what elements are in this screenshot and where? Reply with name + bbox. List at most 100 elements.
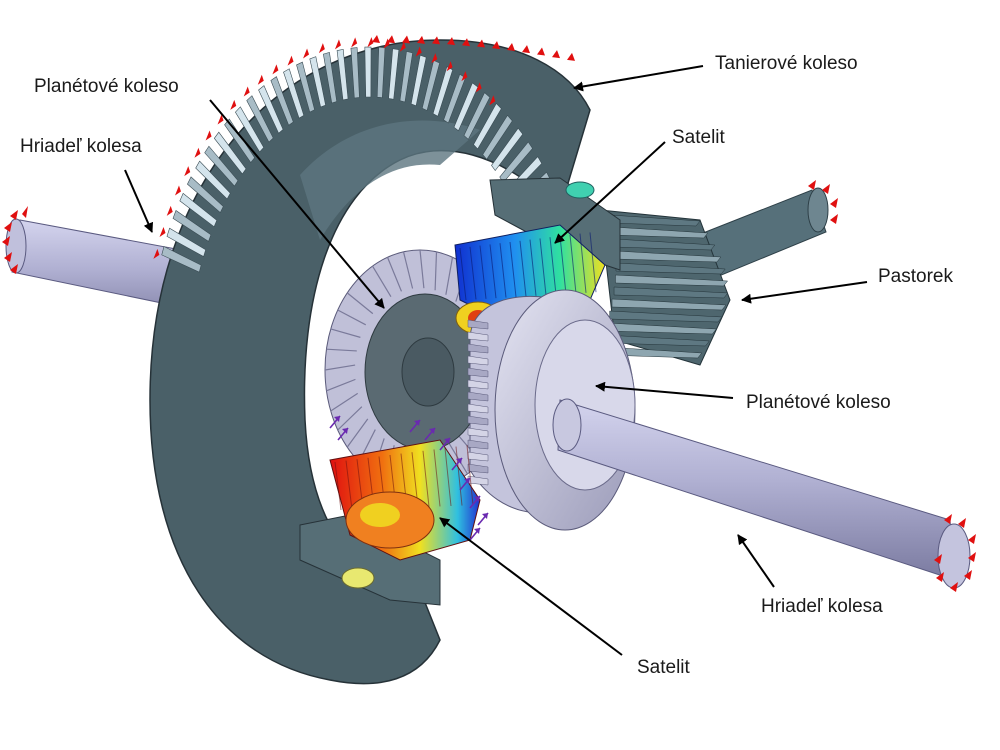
ring-gear-tooth: [453, 82, 479, 132]
side-gear-tooth: [445, 257, 454, 295]
hub-tooth: [467, 439, 489, 450]
ring-gear-tooth: [323, 51, 338, 104]
ring-gear-tooth: [473, 102, 502, 150]
side-gear-tooth: [326, 348, 357, 352]
arrow-planet-bottom: [439, 517, 623, 656]
ring-gear-tooth: [296, 61, 315, 113]
ring-gear-tooth: [388, 48, 400, 100]
hub-tooth: [467, 403, 489, 414]
force-vector-head: [429, 428, 435, 434]
load-arrow: [318, 43, 325, 54]
side-gear-tooth: [402, 251, 414, 289]
load-arrow: [174, 185, 181, 196]
load-arrow: [257, 74, 264, 85]
planet-tooth: [559, 235, 567, 295]
load-arrow: [334, 39, 341, 50]
side-gear-tooth: [337, 309, 367, 326]
hub-tooth: [467, 343, 489, 354]
load-arrow: [432, 36, 440, 45]
force-vector-head: [464, 478, 470, 484]
force-vector-head: [474, 528, 480, 534]
planet-tooth: [422, 450, 430, 507]
pinion-shaft-load-arrows: [808, 180, 838, 224]
load-arrow: [402, 35, 410, 44]
planet-tooth: [345, 460, 353, 510]
load-arrow: [166, 205, 173, 216]
bottom-planet-gear: [329, 415, 489, 561]
planet-tooth: [459, 247, 467, 301]
ring-gear-tooth: [410, 54, 427, 107]
side-gear-tooth: [330, 328, 361, 338]
right-shaft-load-arrows: [934, 514, 976, 592]
side-gear-tooth: [337, 406, 363, 431]
load-arrow: [184, 166, 191, 177]
load-arrow: [417, 35, 425, 44]
side-gear-tooth: [326, 378, 356, 392]
ring-gear-load-arrows: [153, 35, 575, 259]
side-gear-tooth: [346, 418, 369, 448]
hub-tooth: [467, 319, 489, 330]
ring-gear-tooth: [172, 210, 212, 242]
load-arrow: [492, 41, 500, 50]
planet-tooth: [499, 243, 507, 298]
force-vectors: [329, 415, 489, 541]
planet-tooth: [569, 234, 577, 294]
load-arrow: [431, 53, 438, 64]
right-side-gear-hub: [467, 289, 636, 531]
load-arrow: [552, 50, 560, 59]
pinion-tooth: [615, 274, 729, 287]
planet-tooth: [509, 241, 517, 298]
label-ring-gear: Tanierové koleso: [715, 53, 858, 74]
arrow-side-gear-left: [209, 99, 385, 309]
planet-tooth: [469, 246, 477, 300]
force-vector-head: [342, 428, 348, 434]
load-arrow: [153, 248, 160, 259]
load-arrow: [399, 41, 406, 52]
load-arrow: [567, 52, 575, 61]
planet-tooth: [433, 449, 441, 507]
pinion-tooth: [611, 298, 727, 311]
side-gear-tooth: [324, 364, 356, 371]
load-arrow: [351, 37, 358, 48]
differential-carrier: [299, 177, 621, 606]
ring-gear-tooth: [195, 160, 231, 200]
load-arrow: [243, 86, 250, 97]
planet-tooth: [455, 446, 463, 506]
ring-gear-tooth: [432, 66, 454, 117]
planet-tooth: [334, 461, 342, 511]
label-shaft-left: Hriadeľ kolesa: [20, 136, 142, 157]
load-arrow: [461, 71, 468, 82]
arrow-ring-gear: [573, 65, 704, 92]
left-shaft-load-arrows: [2, 206, 28, 274]
ring-gear-tooth: [364, 46, 372, 98]
load-arrow: [507, 42, 515, 51]
arrow-pinion: [741, 281, 868, 304]
label-pinion: Pastorek: [878, 266, 953, 287]
side-gear-tooth: [386, 257, 403, 292]
ring-gear-tooth: [463, 92, 491, 140]
load-arrow: [522, 45, 530, 54]
ring-gear-tooth: [350, 47, 360, 99]
load-arrow: [230, 99, 237, 110]
hub-tooth: [467, 463, 489, 474]
pinion-teeth: [604, 214, 729, 359]
label-side-gear-right: Planétové koleso: [746, 392, 891, 413]
pinion-tooth: [609, 310, 723, 323]
ring-gear-tooth: [270, 76, 294, 126]
ring-gear-tooth: [179, 192, 218, 228]
hub-tooth: [467, 427, 489, 438]
arrow-shaft-right: [737, 534, 775, 588]
ring-gear-tooth: [421, 59, 440, 111]
hub-tooth: [467, 379, 489, 390]
side-gear-tooth: [371, 265, 392, 297]
label-shaft-right: Hriadeľ kolesa: [761, 596, 883, 617]
load-arrow: [489, 95, 496, 106]
label-planet-bottom: Satelit: [637, 657, 690, 678]
side-gear-tooth: [330, 392, 359, 412]
arrow-planet-top: [554, 141, 666, 244]
load-arrow: [537, 47, 545, 56]
force-vector-head: [482, 513, 488, 519]
load-arrow: [303, 48, 310, 59]
load-arrow: [387, 35, 395, 44]
